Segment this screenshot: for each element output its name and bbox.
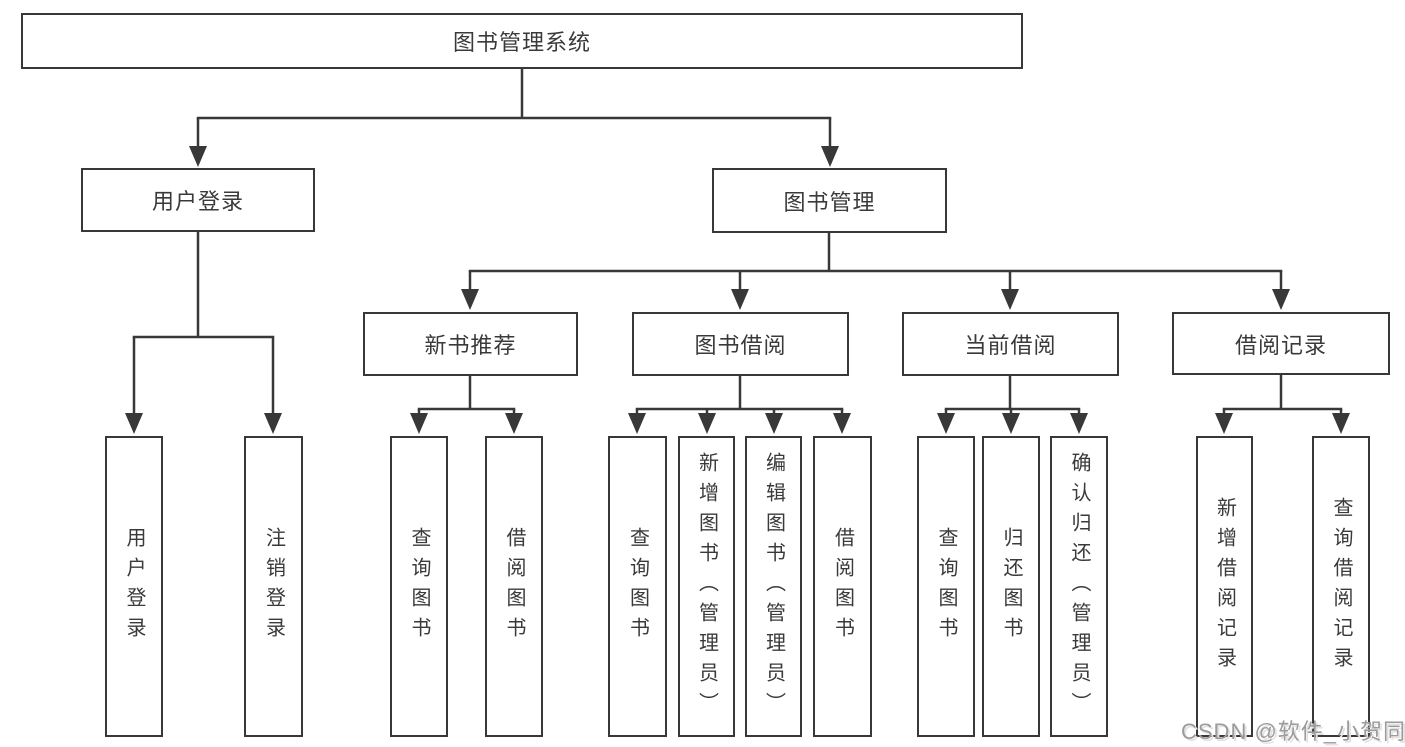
leaf-edit-book-admin: 编辑图书（管理员）: [745, 436, 802, 737]
leaf-query-books-borrow: 查询图书: [608, 436, 667, 737]
node-new-book-recommend: 新书推荐: [363, 312, 578, 376]
leaf-add-book-admin: 新增图书（管理员）: [678, 436, 735, 737]
node-borrow-records: 借阅记录: [1172, 312, 1390, 375]
node-user-login: 用户登录: [81, 168, 315, 232]
node-current-borrow: 当前借阅: [902, 312, 1119, 376]
leaf-borrow-books-recommend: 借阅图书: [485, 436, 543, 737]
leaf-query-borrow-record: 查询借阅记录: [1312, 436, 1370, 737]
leaf-return-books: 归还图书: [982, 436, 1040, 737]
leaf-query-books-recommend: 查询图书: [390, 436, 448, 737]
leaf-user-login: 用户登录: [105, 436, 163, 737]
leaf-add-borrow-record: 新增借阅记录: [1196, 436, 1253, 737]
node-book-borrow: 图书借阅: [632, 312, 849, 376]
leaf-query-books-current: 查询图书: [917, 436, 975, 737]
node-book-management: 图书管理: [712, 168, 947, 233]
leaf-logout: 注销登录: [244, 436, 303, 737]
leaf-borrow-books-borrow: 借阅图书: [813, 436, 872, 737]
node-library-management-system: 图书管理系统: [21, 13, 1023, 69]
leaf-confirm-return-admin: 确认归还（管理员）: [1050, 436, 1108, 737]
watermark: CSDN @软件_小贺同学: [1181, 719, 1405, 744]
